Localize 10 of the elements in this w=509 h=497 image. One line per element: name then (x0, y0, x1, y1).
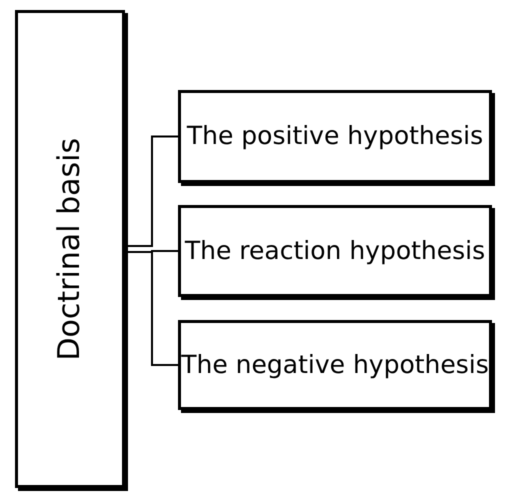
title-label: Doctrinal basis (52, 138, 88, 360)
label-box (178, 90, 492, 183)
label-box (178, 320, 492, 410)
label-box (178, 205, 492, 297)
item-label: The reaction hypothesis (184, 236, 486, 266)
connector (128, 136, 178, 247)
label-box (15, 10, 125, 488)
connector (128, 251, 178, 366)
item-label: The negative hypothesis (181, 350, 489, 380)
item-label: The positive hypothesis (186, 122, 484, 151)
